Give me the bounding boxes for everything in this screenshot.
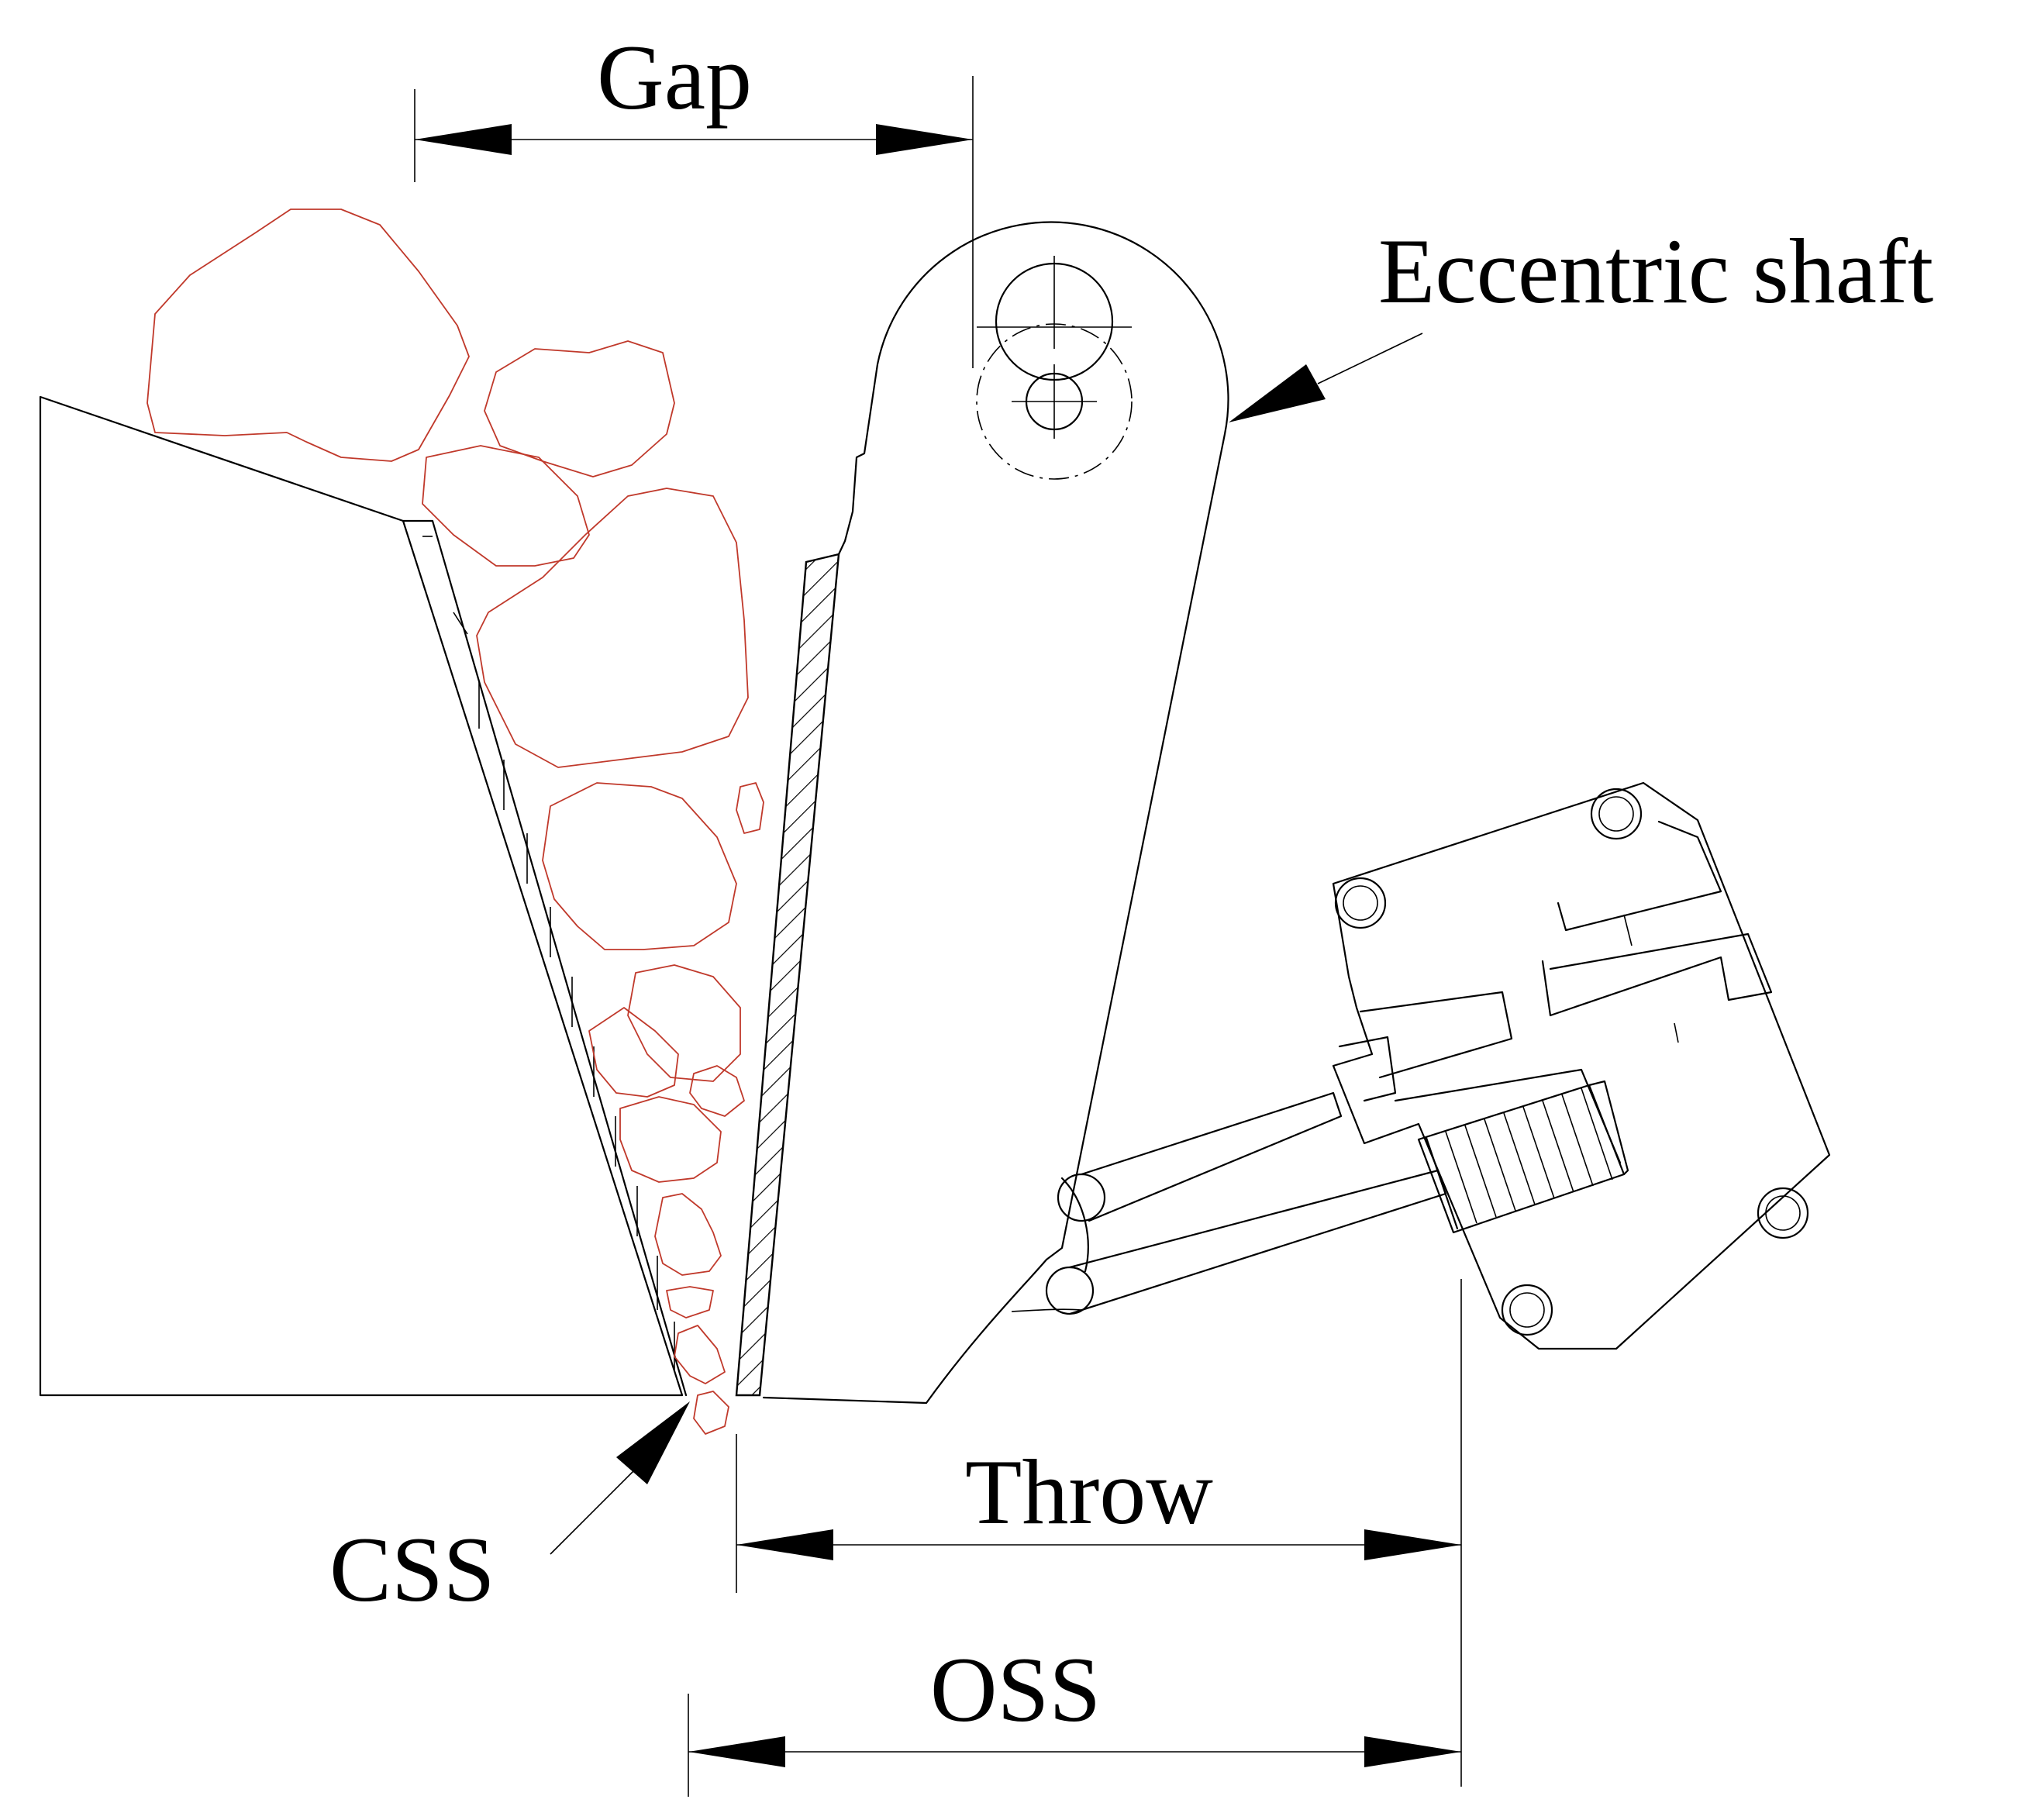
eccentric-shaft-label: Eccentric shaft xyxy=(1378,219,1933,322)
swing-jaw-liner xyxy=(735,553,840,1397)
rocks xyxy=(147,209,764,1435)
oss-label: OSS xyxy=(930,1638,1101,1741)
eccentric-shaft-callout: Eccentric shaft xyxy=(1229,219,1933,422)
oss-arrow-right xyxy=(1364,1736,1461,1767)
fixed-jaw-liner-hatch xyxy=(422,536,675,1372)
oss-dimension: OSS xyxy=(688,1638,1461,1797)
eccentric-shaft xyxy=(976,256,1133,480)
css-callout: CSS xyxy=(329,1401,690,1621)
toggle-linkage xyxy=(1045,1091,1447,1315)
gap-label: Gap xyxy=(597,26,752,129)
throw-label: Throw xyxy=(965,1440,1213,1543)
throw-dimension: Throw xyxy=(736,1279,1462,1787)
gap-arrow-left xyxy=(415,124,512,155)
eccentric-shaft-arrow xyxy=(1229,364,1326,422)
gap-dimension: Gap xyxy=(414,26,974,368)
swing-jaw xyxy=(735,221,1229,1405)
spring-coil xyxy=(1417,1080,1629,1234)
oss-arrow-left xyxy=(688,1736,785,1767)
gap-arrow-right xyxy=(876,124,973,155)
css-label: CSS xyxy=(329,1518,495,1621)
throw-arrow-right xyxy=(1364,1529,1461,1560)
throw-arrow-left xyxy=(736,1529,833,1560)
css-arrow xyxy=(616,1401,690,1484)
tension-rod-block xyxy=(1332,781,1831,1350)
fixed-jaw xyxy=(39,395,688,1397)
